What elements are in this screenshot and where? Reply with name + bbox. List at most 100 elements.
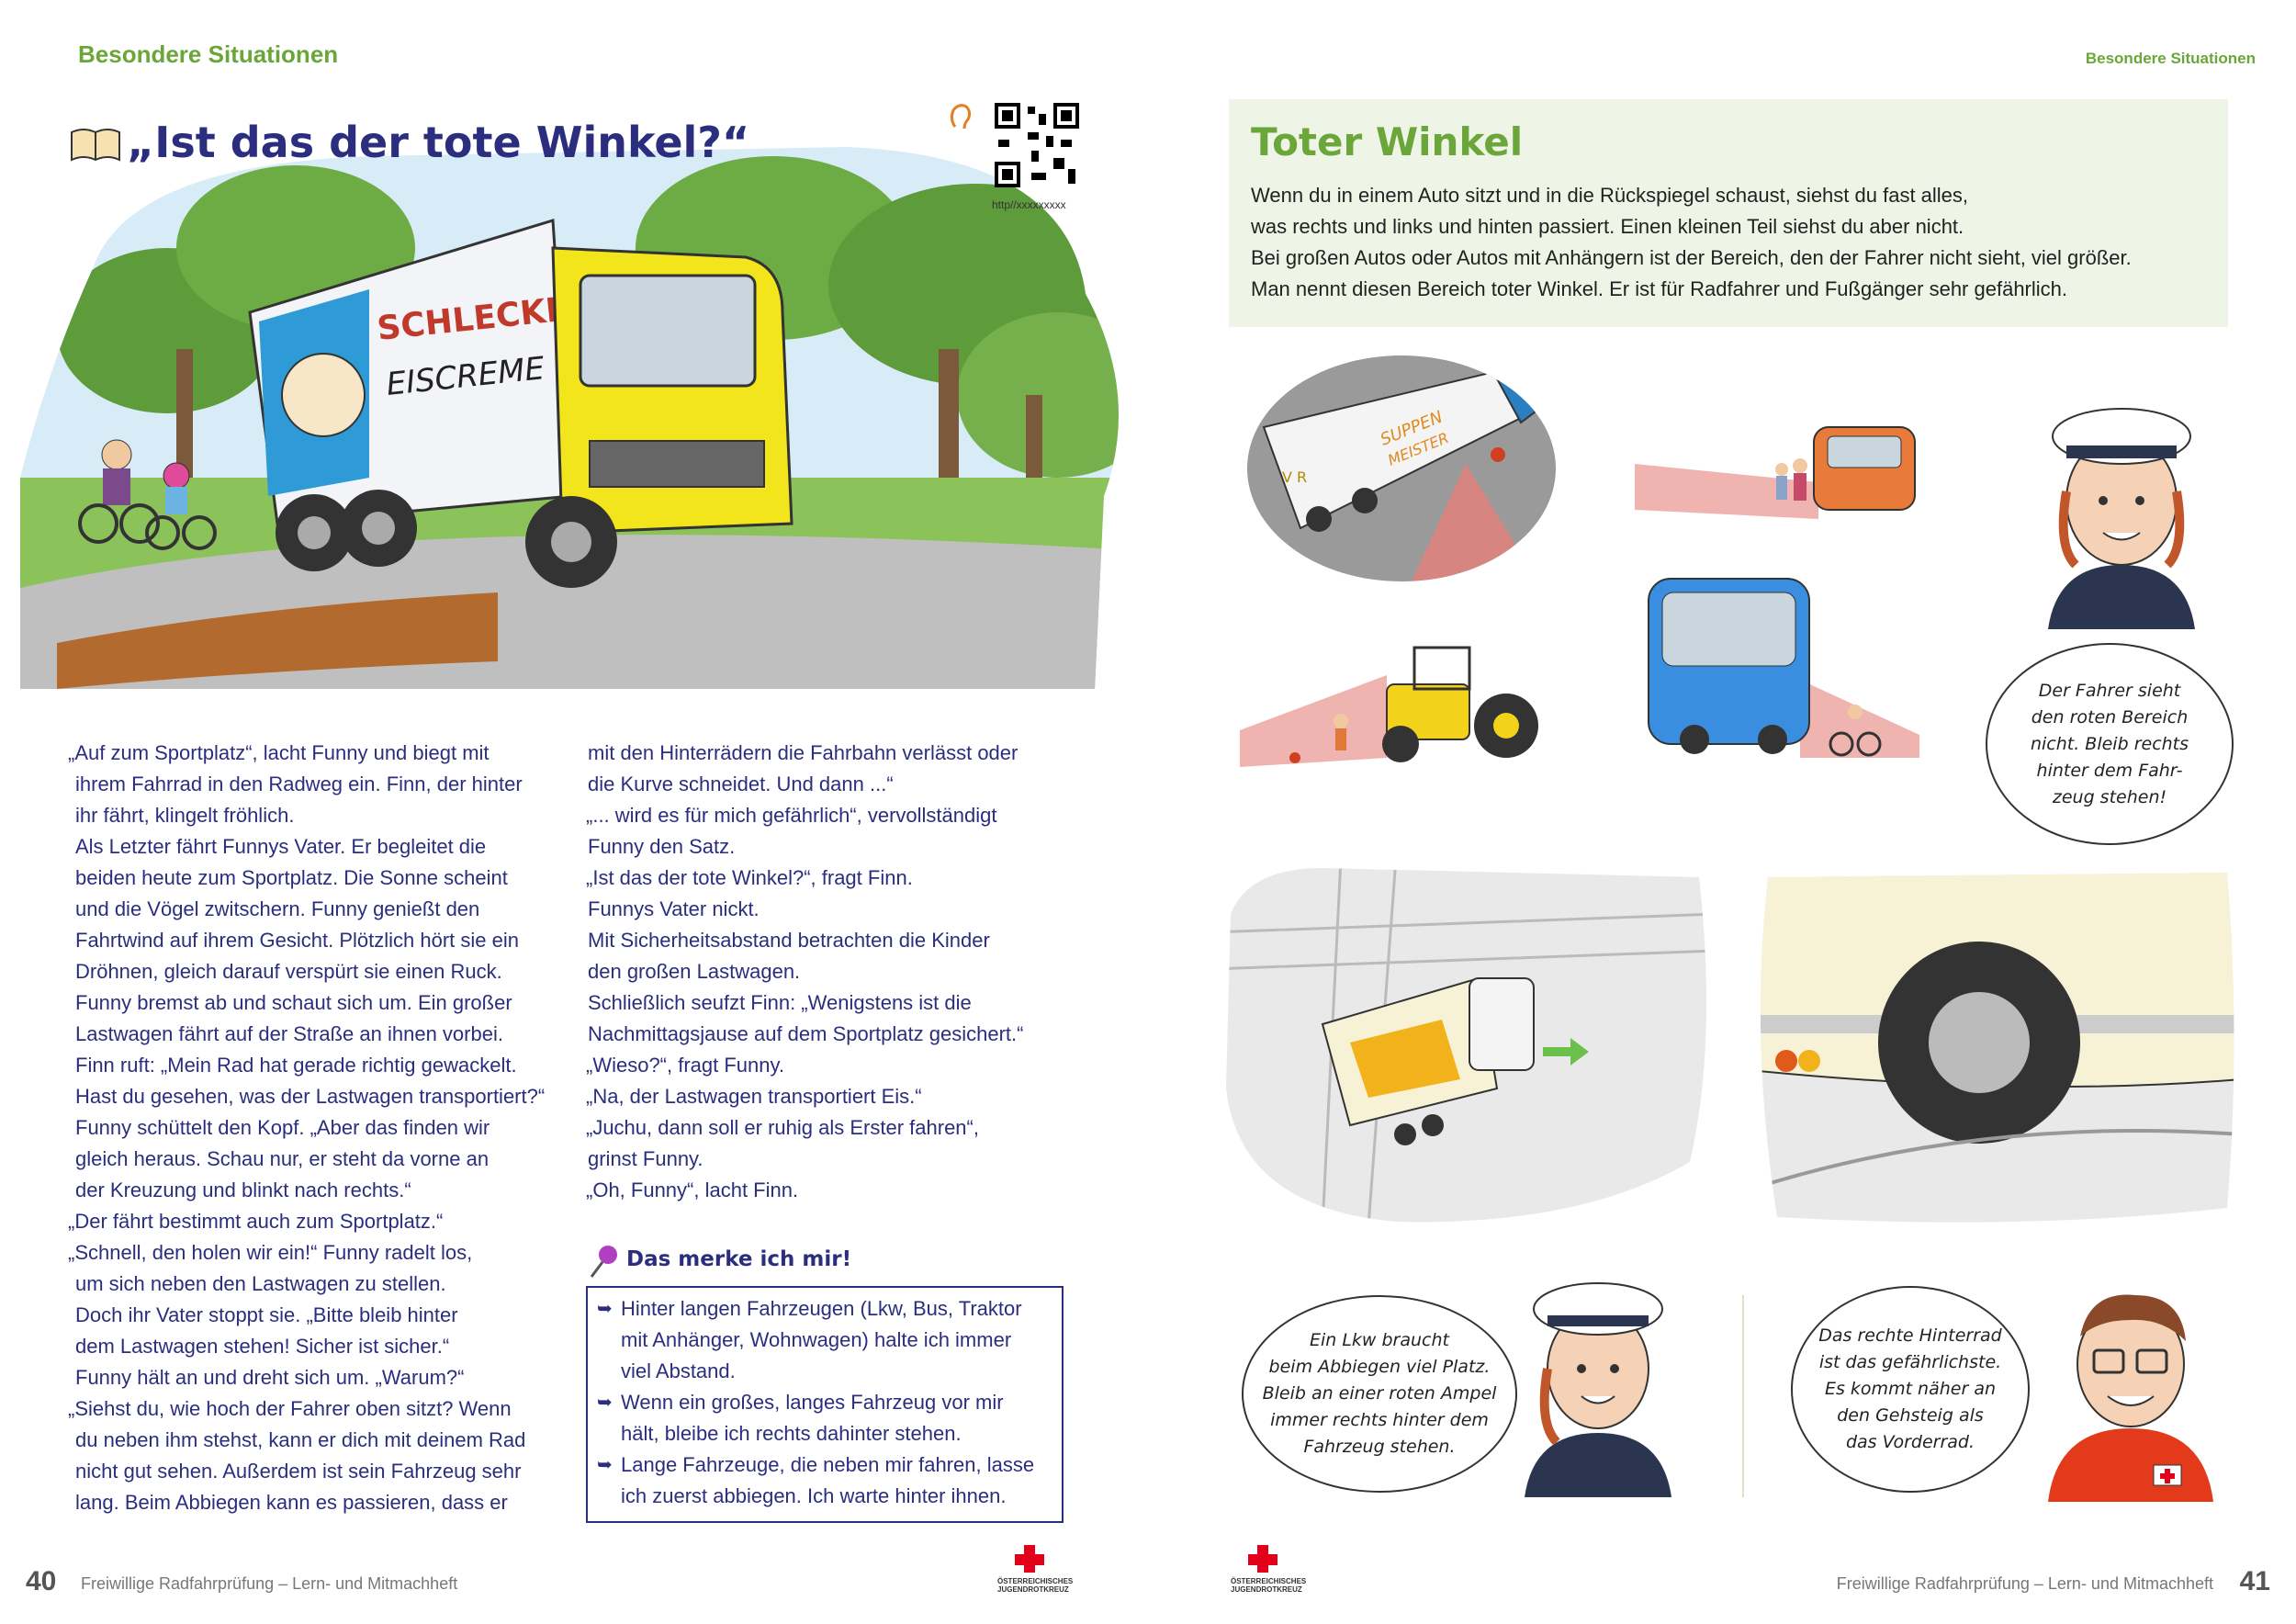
bus-blind-spot-illustration (1648, 578, 1919, 758)
story-line: „Siehst du, wie hoch der Fahrer oben sit… (68, 1397, 512, 1420)
story-line: nicht gut sehen. Außerdem ist sein Fahrz… (75, 1460, 522, 1483)
page-number-left: 40 (26, 1566, 57, 1596)
story-line: Fahrtwind auf ihrem Gesicht. Plötzlich h… (75, 929, 519, 952)
story-line: „Schnell, den holen wir ein!“ Funny rade… (68, 1241, 473, 1264)
police-officer-2-illustration (1525, 1282, 1671, 1497)
speech-bubble-2: Ein Lkw braucht beim Abbiegen viel Platz… (1242, 1295, 1517, 1493)
truck-illustration: SCHLECKERL EISCREME (20, 147, 1119, 689)
story-line: Hast du gesehen, was der Lastwagen trans… (75, 1085, 546, 1108)
section-header-left: Besondere Situationen (78, 40, 339, 68)
logo-line: ÖSTERREICHISCHES (997, 1577, 1074, 1585)
info-line: Wenn du in einem Auto sitzt und in die R… (1251, 184, 1969, 207)
info-box (1229, 99, 2228, 327)
merke-box: ➥ Hinter langen Fahrzeugen (Lkw, Bus, Tr… (586, 1286, 1064, 1523)
story-line: dem Lastwagen stehen! Sicher ist sicher.… (75, 1335, 450, 1358)
paramedic-illustration (2048, 1294, 2213, 1502)
story-line: Nachmittagsjause auf dem Sportplatz gesi… (588, 1022, 1024, 1045)
car-blind-spot-illustration (1635, 426, 1916, 519)
story-line: Lastwagen fährt auf der Straße an ihnen … (75, 1022, 503, 1045)
arrow-right-icon: ➥ (597, 1393, 613, 1413)
bubble-line: Ein Lkw braucht (1309, 1330, 1449, 1350)
arrow-right-icon: ➥ (597, 1299, 613, 1319)
qr-url: http//xxxxxxxxx (992, 198, 1066, 211)
speech-bubble-3: Das rechte Hinterrad ist das gefährlichs… (1791, 1286, 2030, 1493)
story-line: Als Letzter fährt Funnys Vater. Er begle… (75, 835, 487, 858)
story-line: gleich heraus. Schau nur, er steht da vo… (75, 1147, 490, 1170)
logo-line: ÖSTERREICHISCHES (1231, 1577, 1307, 1585)
story-line: ihr fährt, klingelt fröhlich. (75, 804, 295, 827)
story-line: „Juchu, dann soll er ruhig als Erster fa… (586, 1116, 979, 1139)
ear-icon (950, 104, 972, 130)
red-cross-icon (1248, 1545, 1277, 1573)
bubble-line: den roten Bereich (2031, 706, 2189, 727)
rear-wheel-illustration (1761, 873, 2234, 1223)
speech-bubble-1: Der Fahrer sieht den roten Bereich nicht… (1986, 643, 2234, 845)
bubble-line: Fahrzeug stehen. (1303, 1437, 1456, 1457)
story-line: Doch ihr Vater stoppt sie. „Bitte bleib … (75, 1303, 458, 1326)
bubble-line: ist das gefährlichste. (1818, 1352, 2002, 1372)
tractor-blind-spot-illustration (1240, 646, 1538, 767)
story-line: den großen Lastwagen. (588, 960, 801, 983)
story-line: Funny hält an und dreht sich um. „Warum?… (75, 1366, 465, 1389)
info-text: Wenn du in einem Auto sitzt und in die R… (1251, 180, 2132, 305)
story-line: du neben ihm stehst, kann er dich mit de… (75, 1428, 526, 1451)
page-number-right: 41 (2239, 1566, 2270, 1596)
info-line: Man nennt diesen Bereich toter Winkel. E… (1251, 277, 2068, 300)
story-line: ihrem Fahrrad in den Radweg ein. Finn, d… (75, 773, 523, 795)
merke-line: viel Abstand. (621, 1359, 736, 1382)
book-icon (71, 129, 120, 162)
story-line: Funny bremst ab und schaut sich um. Ein … (75, 991, 512, 1014)
story-line: grinst Funny. (588, 1147, 703, 1170)
logo-line: JUGENDROTKREUZ (1231, 1585, 1302, 1594)
merke-item: ➥ Lange Fahrzeuge, die neben mir fahren,… (597, 1449, 1052, 1512)
qr-code-icon[interactable] (995, 103, 1079, 187)
bubble-line: hinter dem Fahr- (2036, 760, 2183, 781)
info-line: Bei großen Autos oder Autos mit Anhänger… (1251, 246, 2132, 269)
jrk-logo-right: ÖSTERREICHISCHES JUGENDROTKREUZ (1231, 1543, 1307, 1594)
arrow-right-icon: ➥ (597, 1455, 613, 1475)
story-line: die Kurve schneidet. Und dann ...“ (588, 773, 894, 795)
story-line: und die Vögel zwitschern. Funny genießt … (75, 897, 480, 920)
footer-text-right: Freiwillige Radfahrprüfung – Lern- und M… (1836, 1574, 2213, 1593)
story-line: „Na, der Lastwagen transportiert Eis.“ (586, 1085, 922, 1108)
bubble-line: immer rechts hinter dem (1270, 1410, 1489, 1430)
merke-line: Wenn ein großes, langes Fahrzeug vor mir (621, 1391, 1004, 1414)
info-title: Toter Winkel (1251, 119, 1524, 164)
story-line: mit den Hinterrädern die Fahrbahn verläs… (588, 741, 1019, 764)
section-header-right: Besondere Situationen (2085, 50, 2256, 67)
police-officer-illustration (2048, 408, 2195, 629)
story-text-column-2: mit den Hinterrädern die Fahrbahn verläs… (586, 738, 1023, 1206)
story-line: beiden heute zum Sportplatz. Die Sonne s… (75, 866, 508, 889)
bubble-line: nicht. Bleib rechts (2030, 733, 2189, 754)
story-line: um sich neben den Lastwagen zu stellen. (75, 1272, 446, 1295)
merke-line: ich zuerst abbiegen. Ich warte hinter ih… (621, 1484, 1007, 1507)
merke-item: ➥ Wenn ein großes, langes Fahrzeug vor m… (597, 1387, 1052, 1449)
footer-text-left: Freiwillige Radfahrprüfung – Lern- und M… (81, 1574, 458, 1593)
bubble-line: Der Fahrer sieht (2038, 680, 2181, 701)
red-cross-icon (1015, 1545, 1044, 1573)
story-line: „Wieso?“, fragt Funny. (586, 1054, 784, 1077)
story-line: Funnys Vater nickt. (588, 897, 760, 920)
bubble-line: das Vorderrad. (1845, 1432, 1975, 1452)
merke-item: ➥ Hinter langen Fahrzeugen (Lkw, Bus, Tr… (597, 1293, 1052, 1387)
logo-line: JUGENDROTKREUZ (997, 1585, 1069, 1594)
info-line: was rechts und links und hinten passiert… (1251, 215, 1964, 238)
truck-side-letters: V R (1282, 468, 1307, 486)
bubble-line: den Gehsteig als (1837, 1405, 1984, 1426)
story-line: Funny den Satz. (588, 835, 736, 858)
story-line: „Der fährt bestimmt auch zum Sportplatz.… (68, 1210, 444, 1233)
story-line: lang. Beim Abbiegen kann es passieren, d… (75, 1491, 508, 1514)
bubble-line: beim Abbiegen viel Platz. (1268, 1357, 1491, 1377)
story-line: „Ist das der tote Winkel?“, fragt Finn. (586, 866, 913, 889)
story-line: Finn ruft: „Mein Rad hat gerade richtig … (75, 1054, 517, 1077)
merke-line: Lange Fahrzeuge, die neben mir fahren, l… (621, 1453, 1035, 1476)
story-text-column-1: „Auf zum Sportplatz“, lacht Funny und bi… (68, 738, 545, 1518)
truck-blind-spot-illustration: SUPPEN MEISTER V R (1247, 355, 1556, 581)
story-line: der Kreuzung und blinkt nach rechts.“ (75, 1179, 411, 1201)
truck-turning-illustration (1226, 868, 1706, 1223)
bubble-line: Es kommt näher an (1824, 1379, 1997, 1399)
merke-line: hält, bleibe ich rechts dahinter stehen. (621, 1422, 962, 1445)
story-line: Schließlich seufzt Finn: „Wenigstens ist… (588, 991, 972, 1014)
divider (1742, 1295, 1744, 1497)
story-line: „Auf zum Sportplatz“, lacht Funny und bi… (68, 741, 490, 764)
